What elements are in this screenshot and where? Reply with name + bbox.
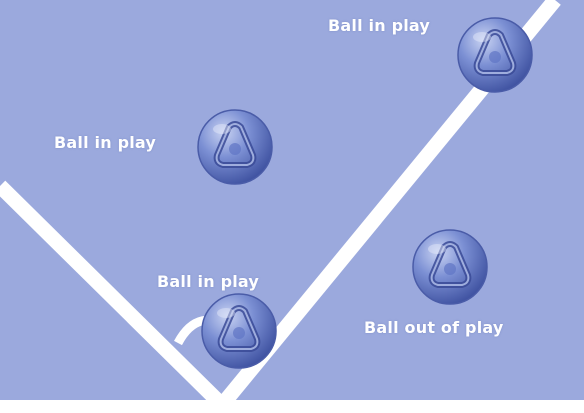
label-ball-mid-left: Ball in play — [54, 133, 156, 152]
ball-mid-left-icon — [198, 110, 272, 184]
label-ball-top-right: Ball in play — [328, 16, 430, 35]
ball-top-right-icon — [458, 18, 532, 92]
label-ball-outside: Ball out of play — [364, 318, 504, 337]
ball-outside-icon — [413, 230, 487, 304]
label-ball-corner: Ball in play — [157, 272, 259, 291]
field-border-bottom — [0, 400, 584, 413]
ball-corner-icon — [202, 294, 276, 368]
